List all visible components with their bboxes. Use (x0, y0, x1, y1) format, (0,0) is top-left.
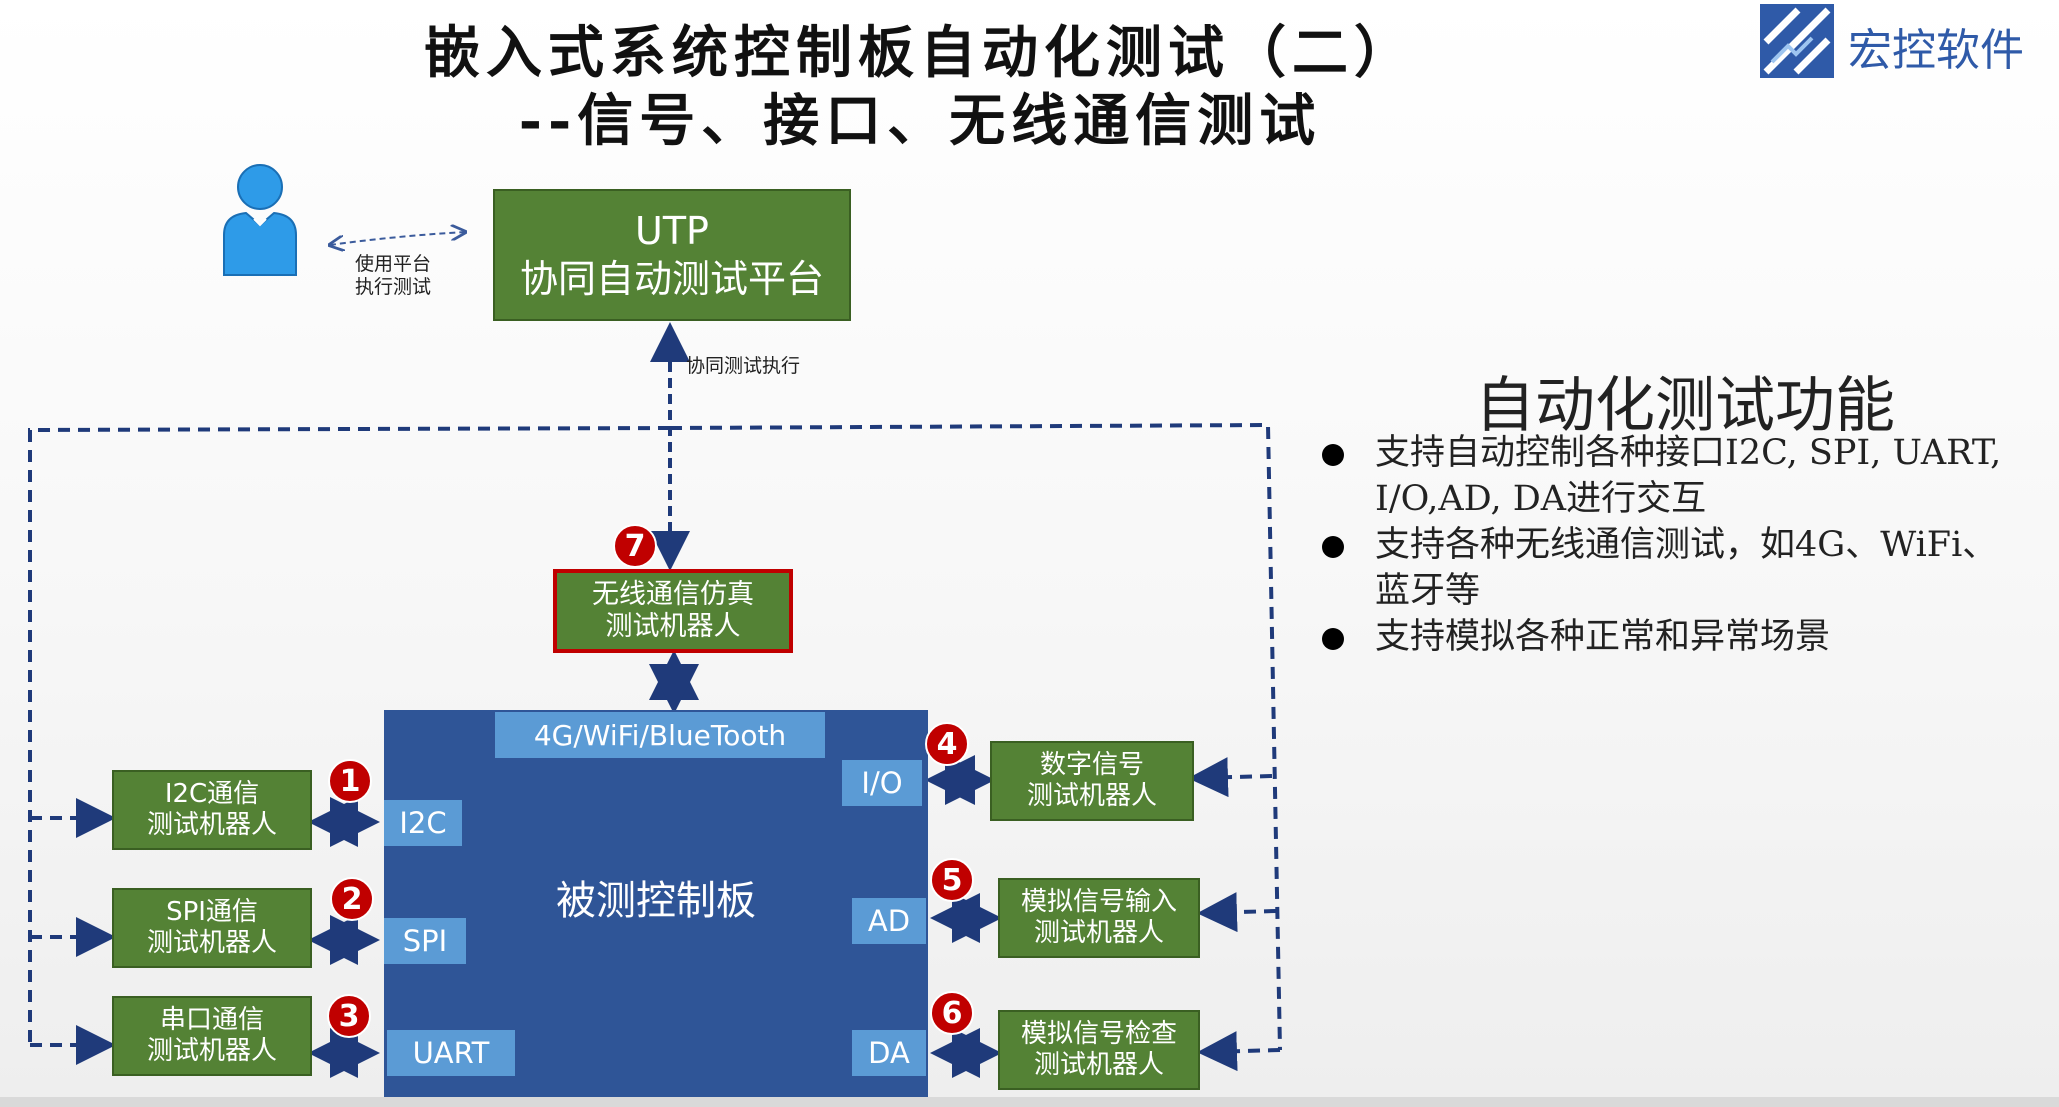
page-subtitle: --信号、接口、无线通信测试 (518, 88, 1322, 154)
hk-logo-icon (1760, 4, 1834, 78)
features-title: 自动化测试功能 (1475, 371, 1895, 441)
bottom-divider (0, 1097, 2059, 1107)
port-spi: SPI (384, 918, 466, 964)
port-wireless: 4G/WiFi/BlueTooth (495, 712, 825, 758)
port-ad: AD (852, 898, 926, 944)
bullet-dot-icon (1322, 536, 1344, 558)
person-icon (223, 164, 297, 276)
board-label: 被测控制板 (556, 878, 756, 924)
link-label: 协同测试执行 (686, 355, 801, 377)
bullet-dot-icon (1322, 444, 1344, 466)
feature-item: 支持自动控制各种接口I2C, SPI, UART, I/O,AD, DA进行交互 (1320, 430, 2055, 522)
port-uart: UART (387, 1030, 515, 1076)
port-io: I/O (842, 760, 922, 806)
wireless-robot-box: 无线通信仿真 测试机器人 (553, 569, 793, 653)
user-platform-arrow (330, 232, 465, 245)
badge-4: 4 (925, 722, 969, 766)
page-title: 嵌入式系统控制板自动化测试（二） (424, 20, 1416, 86)
dispatch-dashed-frame (28, 422, 1282, 1051)
badge-5: 5 (930, 858, 974, 902)
brand-logo: 宏控软件 (1758, 2, 2040, 82)
analog-input-robot-box: 模拟信号输入 测试机器人 (998, 878, 1200, 958)
badge-7: 7 (613, 524, 657, 568)
digital-robot-box: 数字信号 测试机器人 (990, 741, 1194, 821)
i2c-robot-box: I2C通信 测试机器人 (112, 770, 312, 850)
uart-robot-box: 串口通信 测试机器人 (112, 996, 312, 1076)
feature-item: 支持各种无线通信测试，如4G、WiFi、 蓝牙等 (1320, 522, 2055, 614)
user-action-label: 使用平台 执行测试 (355, 253, 432, 298)
utp-platform-box: UTP 协同自动测试平台 (493, 189, 851, 321)
port-i2c: I2C (384, 800, 462, 846)
spi-robot-box: SPI通信 测试机器人 (112, 888, 312, 968)
badge-1: 1 (328, 759, 372, 803)
badge-2: 2 (330, 877, 374, 921)
feature-item: 支持模拟各种正常和异常场景 (1320, 614, 2055, 660)
badge-3: 3 (327, 994, 371, 1038)
features-list: 支持自动控制各种接口I2C, SPI, UART, I/O,AD, DA进行交互… (1320, 430, 2055, 660)
badge-6: 6 (930, 991, 974, 1035)
brand-name: 宏控软件 (1848, 25, 2024, 76)
bullet-dot-icon (1322, 628, 1344, 650)
analog-check-robot-box: 模拟信号检查 测试机器人 (998, 1010, 1200, 1090)
port-da: DA (852, 1030, 926, 1076)
